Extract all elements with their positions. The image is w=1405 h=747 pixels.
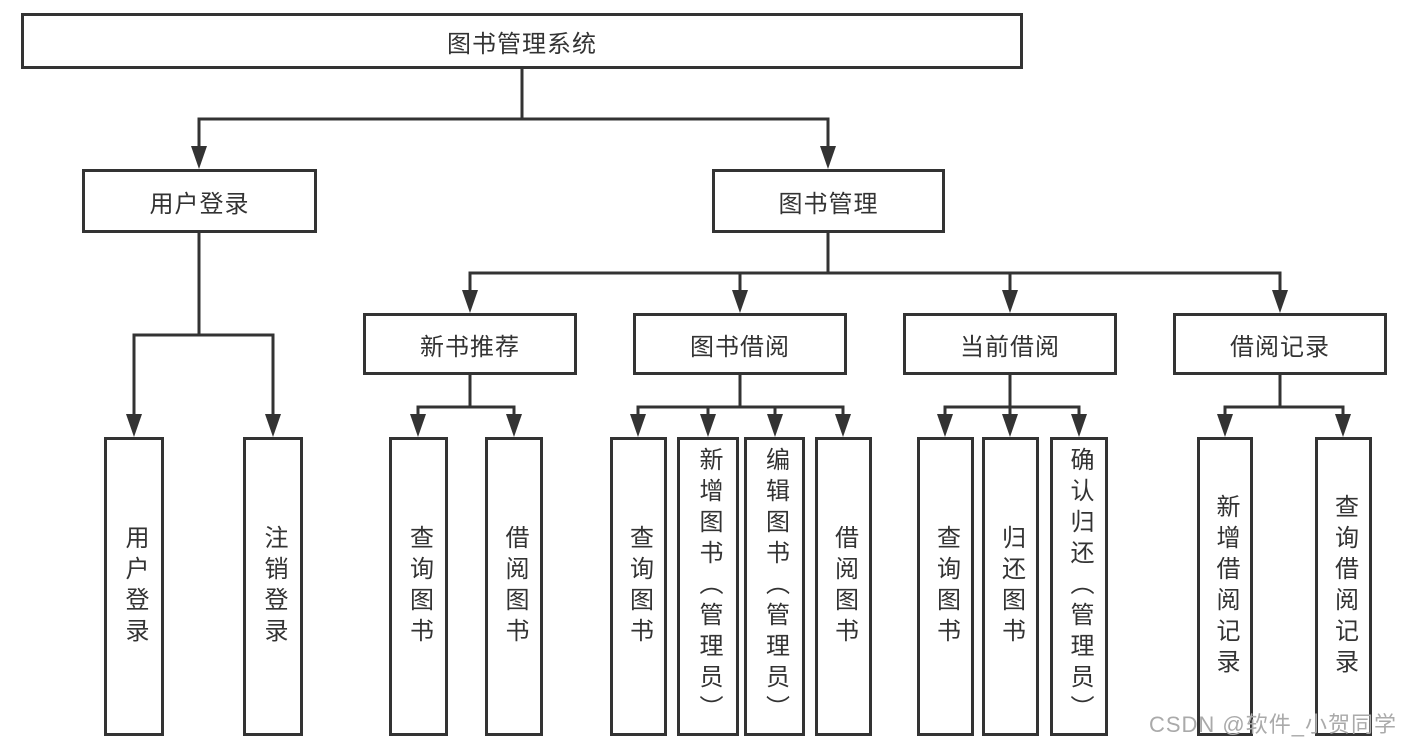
arrowhead	[732, 290, 748, 313]
node-user-login-label: 用户登录	[149, 190, 250, 218]
leaf-borrowing-edit-books-admin-label: 编辑图书（管理员）	[761, 447, 789, 726]
leaf-current-confirm-return-admin: 确认归还（管理员）	[1050, 437, 1108, 736]
leaf-borrowing-query-books-label: 查询图书	[625, 524, 653, 649]
leaf-records-query-record: 查询借阅记录	[1315, 437, 1372, 736]
node-book-borrowing-label: 图书借阅	[690, 333, 790, 361]
connector-segments	[132, 69, 1345, 415]
node-book-management: 图书管理	[712, 169, 945, 233]
leaf-borrowing-borrow-books-label: 借阅图书	[830, 524, 858, 649]
arrowhead	[410, 414, 426, 437]
arrowhead	[1002, 290, 1018, 313]
arrowhead	[1272, 290, 1288, 313]
arrowhead	[462, 290, 478, 313]
node-current-borrowing-label: 当前借阅	[960, 333, 1060, 361]
leaf-borrowing-add-books-admin-label: 新增图书（管理员）	[695, 447, 722, 726]
leaf-current-confirm-return-admin-label: 确认归还（管理员）	[1066, 447, 1093, 726]
arrowhead	[630, 414, 646, 437]
node-root: 图书管理系统	[21, 13, 1023, 69]
leaf-current-return-books-label: 归还图书	[997, 524, 1025, 649]
leaf-recommend-borrow-books: 借阅图书	[485, 437, 543, 736]
leaf-logout: 注销登录	[243, 437, 303, 736]
arrowhead	[1217, 414, 1233, 437]
arrowhead	[1335, 414, 1351, 437]
leaf-user-login: 用户登录	[104, 437, 164, 736]
watermark: CSDN @软件_小贺同学	[1148, 712, 1397, 737]
leaf-recommend-borrow-books-label: 借阅图书	[501, 524, 528, 649]
arrowheads	[126, 146, 1351, 437]
leaf-borrowing-add-books-admin: 新增图书（管理员）	[677, 437, 739, 736]
arrowhead	[506, 414, 522, 437]
leaf-current-return-books: 归还图书	[982, 437, 1039, 736]
leaf-borrowing-borrow-books: 借阅图书	[815, 437, 872, 736]
arrowhead	[1071, 414, 1087, 437]
node-new-book-recommend-label: 新书推荐	[420, 333, 520, 361]
leaf-records-add-record-label: 新增借阅记录	[1212, 493, 1239, 680]
node-new-book-recommend: 新书推荐	[363, 313, 577, 375]
arrowhead	[767, 414, 783, 437]
node-book-borrowing: 图书借阅	[633, 313, 847, 375]
leaf-logout-label: 注销登录	[260, 524, 287, 649]
arrowhead	[820, 146, 836, 169]
node-user-login: 用户登录	[82, 169, 317, 233]
arrowhead	[937, 414, 953, 437]
leaf-records-add-record: 新增借阅记录	[1197, 437, 1253, 736]
leaf-user-login-label: 用户登录	[121, 524, 148, 649]
leaf-borrowing-edit-books-admin: 编辑图书（管理员）	[744, 437, 805, 736]
leaf-recommend-query-books-label: 查询图书	[405, 524, 433, 649]
arrowhead	[1002, 414, 1018, 437]
node-book-management-label: 图书管理	[778, 190, 879, 218]
arrowhead	[835, 414, 851, 437]
arrowhead	[265, 414, 281, 437]
arrowhead	[700, 414, 716, 437]
arrowhead	[191, 146, 207, 169]
node-root-label: 图书管理系统	[447, 30, 597, 58]
leaf-current-query-books: 查询图书	[917, 437, 974, 736]
leaf-records-query-record-label: 查询借阅记录	[1330, 493, 1358, 680]
leaf-borrowing-query-books: 查询图书	[610, 437, 667, 736]
arrowhead	[126, 414, 142, 437]
leaf-current-query-books-label: 查询图书	[932, 524, 960, 649]
leaf-recommend-query-books: 查询图书	[389, 437, 448, 736]
node-current-borrowing: 当前借阅	[903, 313, 1117, 375]
node-borrowing-records-label: 借阅记录	[1230, 333, 1330, 361]
node-borrowing-records: 借阅记录	[1173, 313, 1387, 375]
